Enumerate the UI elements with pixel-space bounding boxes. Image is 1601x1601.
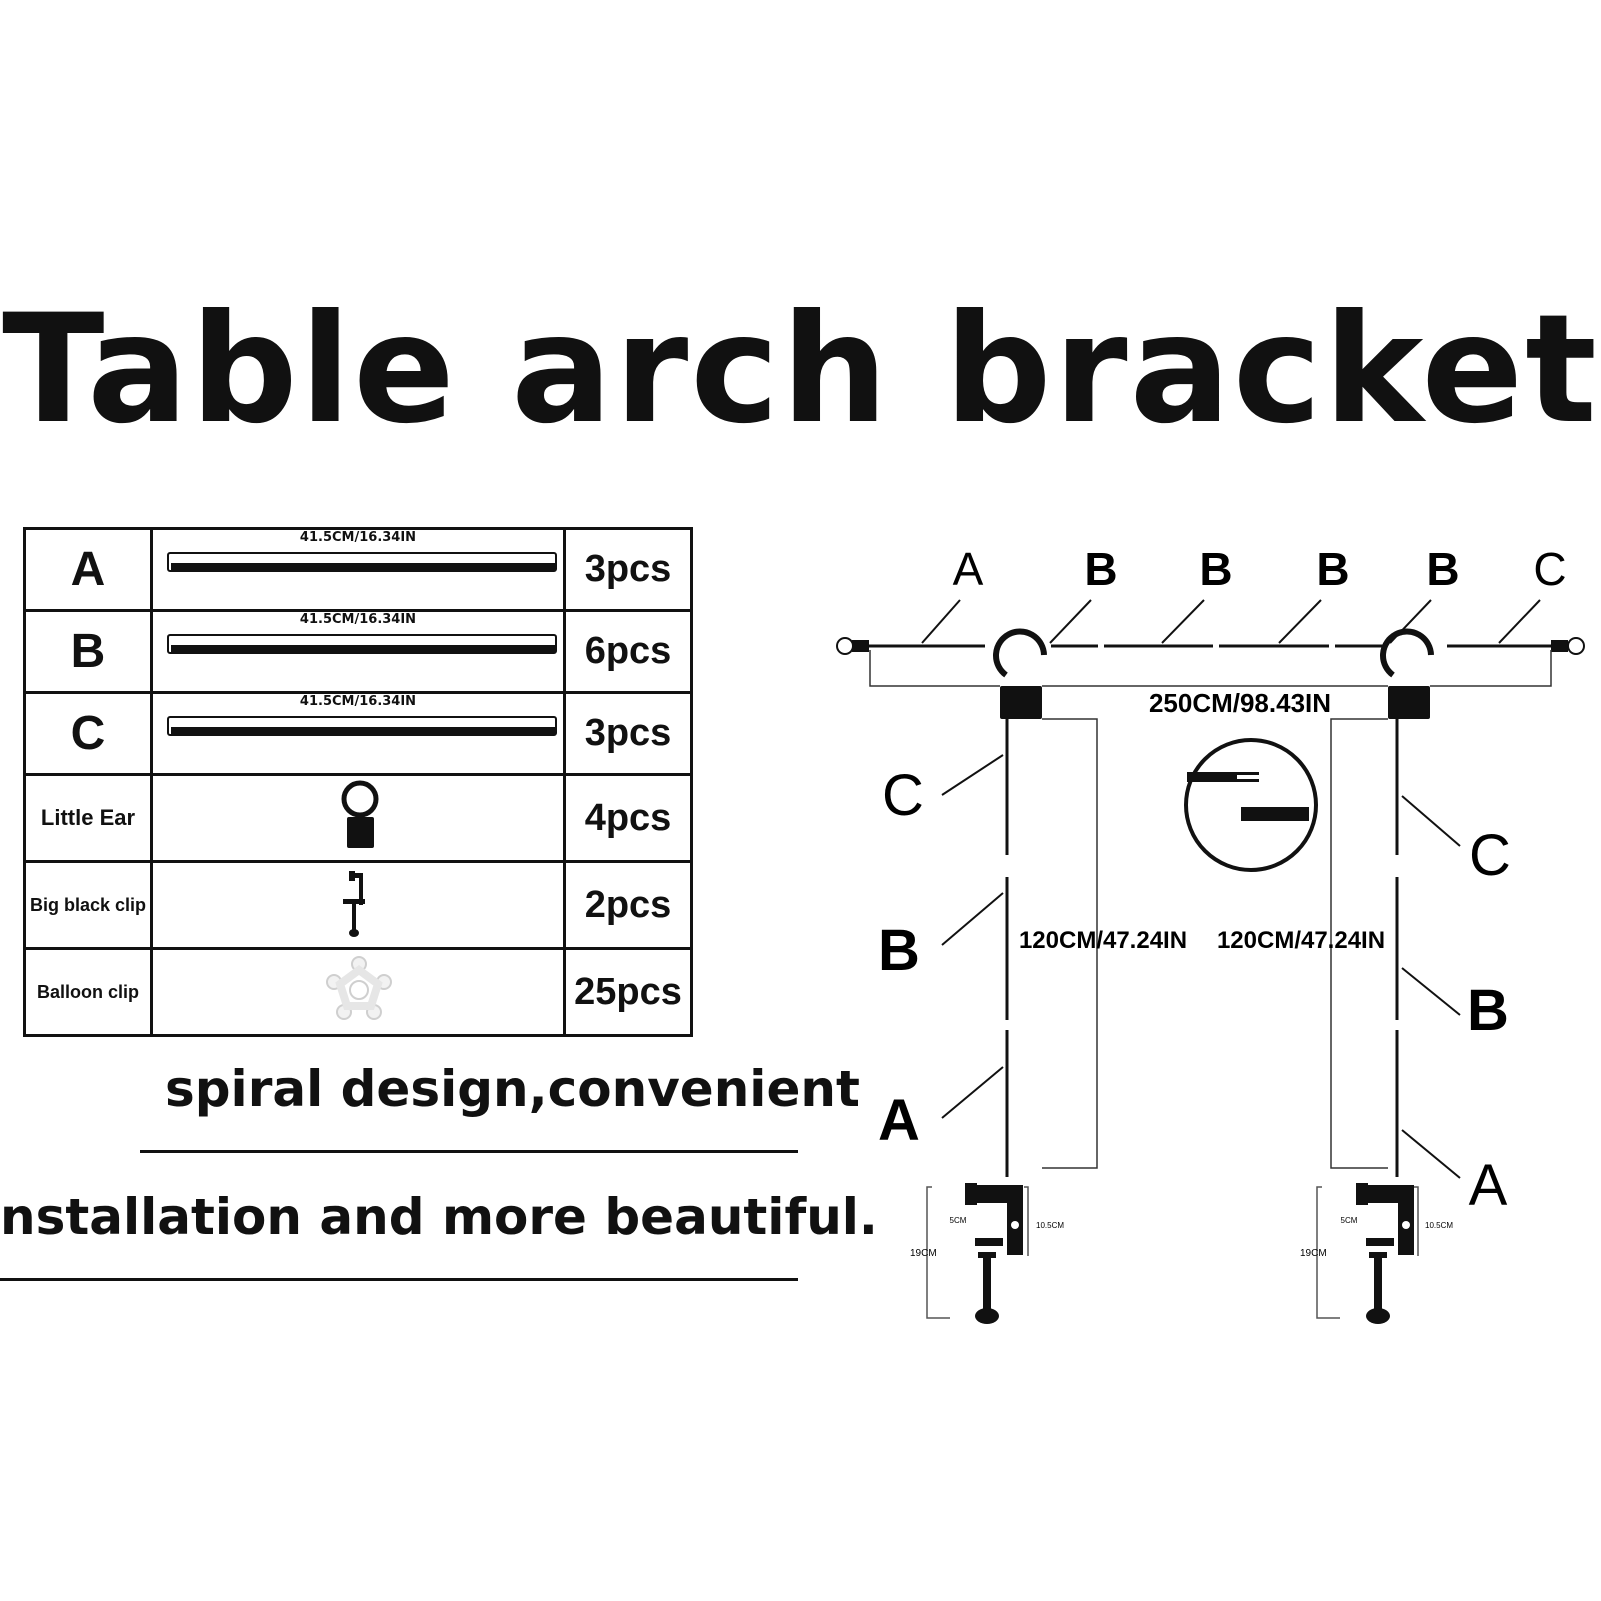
- part-qty: 4pcs: [563, 773, 693, 863]
- divider: [140, 1150, 798, 1153]
- part-qty: 6pcs: [563, 609, 693, 694]
- top-label: B: [1199, 543, 1232, 595]
- left-hook: [993, 628, 1047, 719]
- top-label: B: [1084, 543, 1117, 595]
- part-image-little-ear: [150, 773, 566, 863]
- top-rod: [836, 637, 1585, 655]
- side-label: C: [882, 763, 924, 828]
- table-row: Balloon clip 25pcs: [23, 947, 693, 1037]
- clamp-dim-label: 10.5CM: [1425, 1221, 1453, 1230]
- clamp-dim-label: 19CM: [910, 1248, 937, 1259]
- part-name: A: [23, 527, 153, 612]
- width-label: 250CM/98.43IN: [1149, 688, 1331, 718]
- rod-length-label: 41.5CM/16.34IN: [299, 694, 417, 709]
- leader-lines: [921, 599, 1541, 644]
- clamp-dim-label: 5CM: [950, 1216, 967, 1225]
- left-clamp-icon: 5CM 10.5CM 19CM: [910, 1183, 1064, 1324]
- part-qty: 25pcs: [563, 947, 693, 1037]
- little-ear-icon: [1567, 637, 1585, 655]
- caption-line-1: spiral design,convenient: [165, 1060, 860, 1118]
- part-image-rod-a: 41.5CM/16.34IN: [150, 527, 566, 612]
- side-label: B: [1467, 978, 1509, 1043]
- part-image-rod-c: 41.5CM/16.34IN: [150, 691, 566, 776]
- part-qty: 3pcs: [563, 691, 693, 776]
- page-title: Table arch bracket: [2, 283, 1599, 457]
- rod-icon: [167, 634, 557, 654]
- top-label: B: [1426, 543, 1459, 595]
- height-label: 120CM/47.24IN: [1019, 927, 1187, 954]
- rod-icon: [167, 552, 557, 572]
- height-label: 120CM/47.24IN: [1217, 927, 1385, 954]
- part-qty: 3pcs: [563, 527, 693, 612]
- side-label: A: [1469, 1153, 1508, 1218]
- top-label: A: [953, 543, 984, 595]
- table-row: Little Ear 4pcs: [23, 773, 693, 863]
- part-name: Little Ear: [23, 773, 153, 863]
- parts-table: A 41.5CM/16.34IN 3pcs B 41.5CM/16.34IN 6…: [23, 527, 693, 1037]
- joint-detail-circle: [1184, 738, 1318, 872]
- rod-length-label: 41.5CM/16.34IN: [299, 530, 417, 545]
- part-image-rod-b: 41.5CM/16.34IN: [150, 609, 566, 694]
- part-image-big-black-clip: [150, 860, 566, 950]
- clamp-dim-label: 10.5CM: [1036, 1221, 1064, 1230]
- table-row: B 41.5CM/16.34IN 6pcs: [23, 609, 693, 694]
- rod-length-label: 41.5CM/16.34IN: [299, 612, 417, 627]
- top-label: C: [1533, 543, 1566, 595]
- side-label: B: [878, 918, 920, 983]
- part-image-balloon-clip: [150, 947, 566, 1037]
- part-name: B: [23, 609, 153, 694]
- balloon-clip-icon: [326, 956, 392, 1020]
- part-name: C: [23, 691, 153, 776]
- clamp-dim-label: 5CM: [1341, 1216, 1358, 1225]
- right-clamp-icon: 5CM 10.5CM 19CM: [1300, 1183, 1453, 1324]
- little-ear-icon: [836, 637, 854, 655]
- caption-line-2: nstallation and more beautiful.: [0, 1188, 878, 1246]
- clamp-dim-label: 19CM: [1300, 1248, 1327, 1259]
- side-label: C: [1469, 823, 1511, 888]
- part-name: Balloon clip: [23, 947, 153, 1037]
- part-qty: 2pcs: [563, 860, 693, 950]
- top-label: B: [1316, 543, 1349, 595]
- table-row: A 41.5CM/16.34IN 3pcs: [23, 527, 693, 612]
- table-row: Big black clip 2pcs: [23, 860, 693, 950]
- rod-icon: [167, 716, 557, 736]
- side-label: A: [878, 1088, 920, 1153]
- c-clamp-icon: [343, 871, 365, 937]
- right-hook: [1380, 628, 1434, 719]
- divider: [0, 1278, 798, 1281]
- little-ear-icon: [341, 780, 379, 848]
- part-name: Big black clip: [23, 860, 153, 950]
- table-row: C 41.5CM/16.34IN 3pcs: [23, 691, 693, 776]
